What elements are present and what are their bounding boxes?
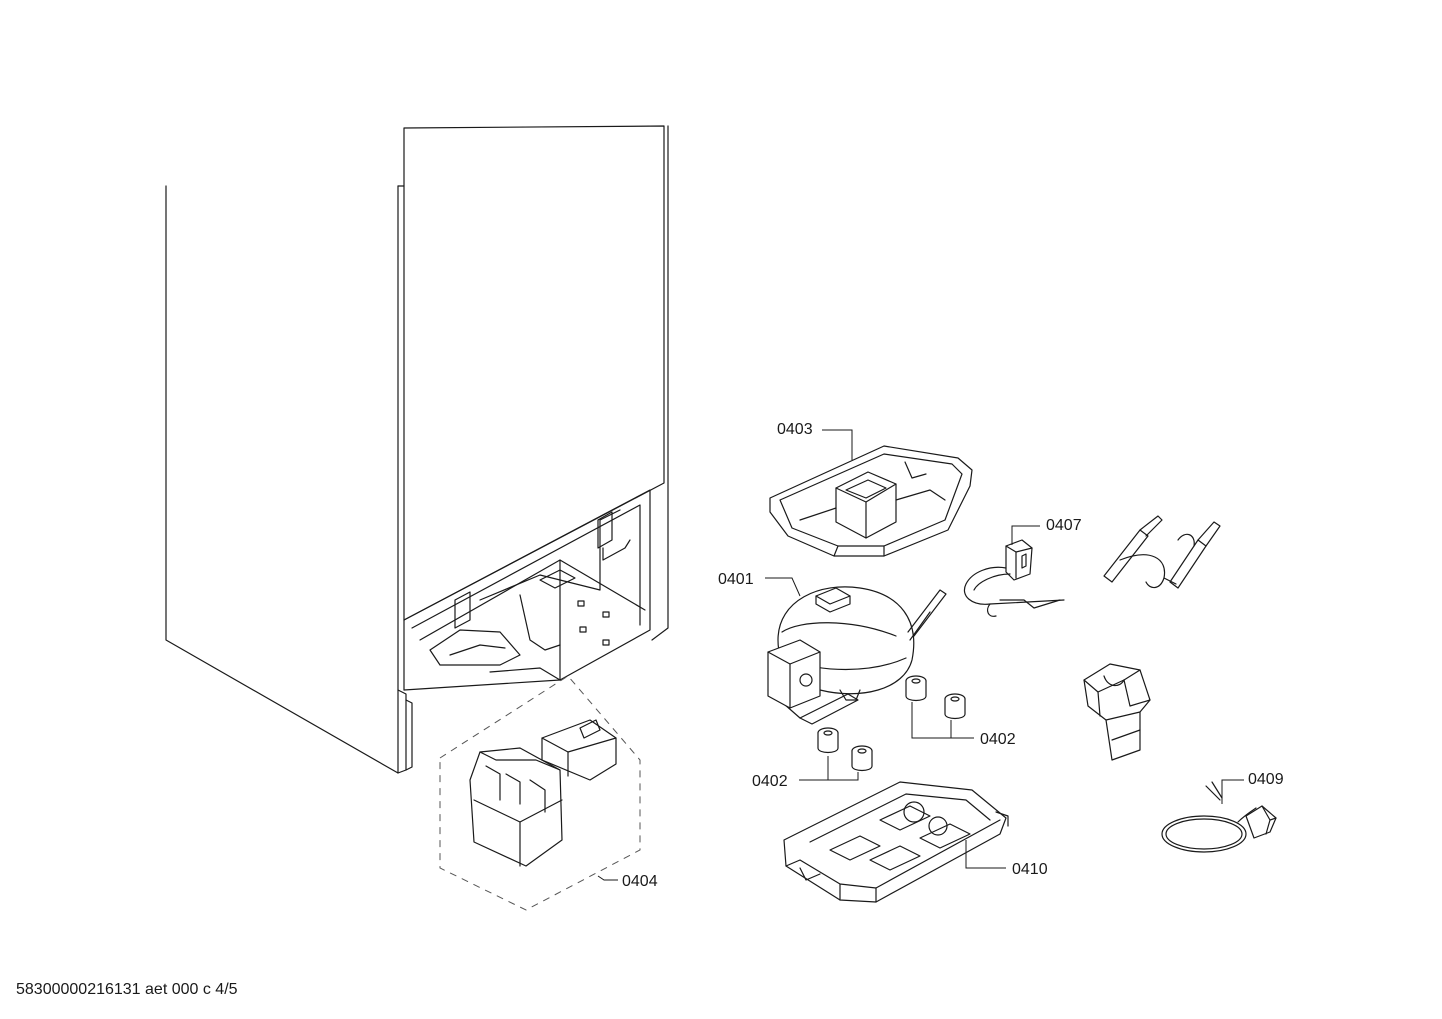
electronic-module-group xyxy=(439,675,641,911)
callout-0402a: 0402 xyxy=(980,731,1016,748)
leader-0402a xyxy=(911,702,974,739)
leader-0407 xyxy=(1011,525,1040,545)
machine-base-plate xyxy=(783,781,1009,903)
callout-0407: 0407 xyxy=(1046,517,1082,534)
callout-0409: 0409 xyxy=(1248,771,1284,788)
mounting-bracket xyxy=(1083,663,1151,761)
leader-0401 xyxy=(765,577,801,597)
refrigerator-cabinet xyxy=(165,125,669,774)
callout-0402b: 0402 xyxy=(752,773,788,790)
temperature-sensor xyxy=(963,539,1065,617)
leader-0409 xyxy=(1221,779,1244,804)
callout-0410: 0410 xyxy=(1012,861,1048,878)
callout-0404: 0404 xyxy=(622,873,658,890)
leader-0402b xyxy=(799,756,829,781)
power-cord xyxy=(1161,781,1277,853)
leader-0402b-b xyxy=(828,772,859,781)
leader-0410 xyxy=(965,840,1006,869)
grommet-set-a xyxy=(905,675,966,720)
compressor xyxy=(767,586,947,725)
leader-0404 xyxy=(597,875,618,881)
compressor-tray xyxy=(769,445,973,557)
leader-0403 xyxy=(822,429,853,460)
document-footer-code: 58300000216131 aet 000 c 4/5 xyxy=(16,981,238,998)
tube-clips xyxy=(1103,515,1221,589)
callout-0401: 0401 xyxy=(718,571,754,588)
callout-0403: 0403 xyxy=(777,421,813,438)
grommet-set-b xyxy=(817,727,873,772)
